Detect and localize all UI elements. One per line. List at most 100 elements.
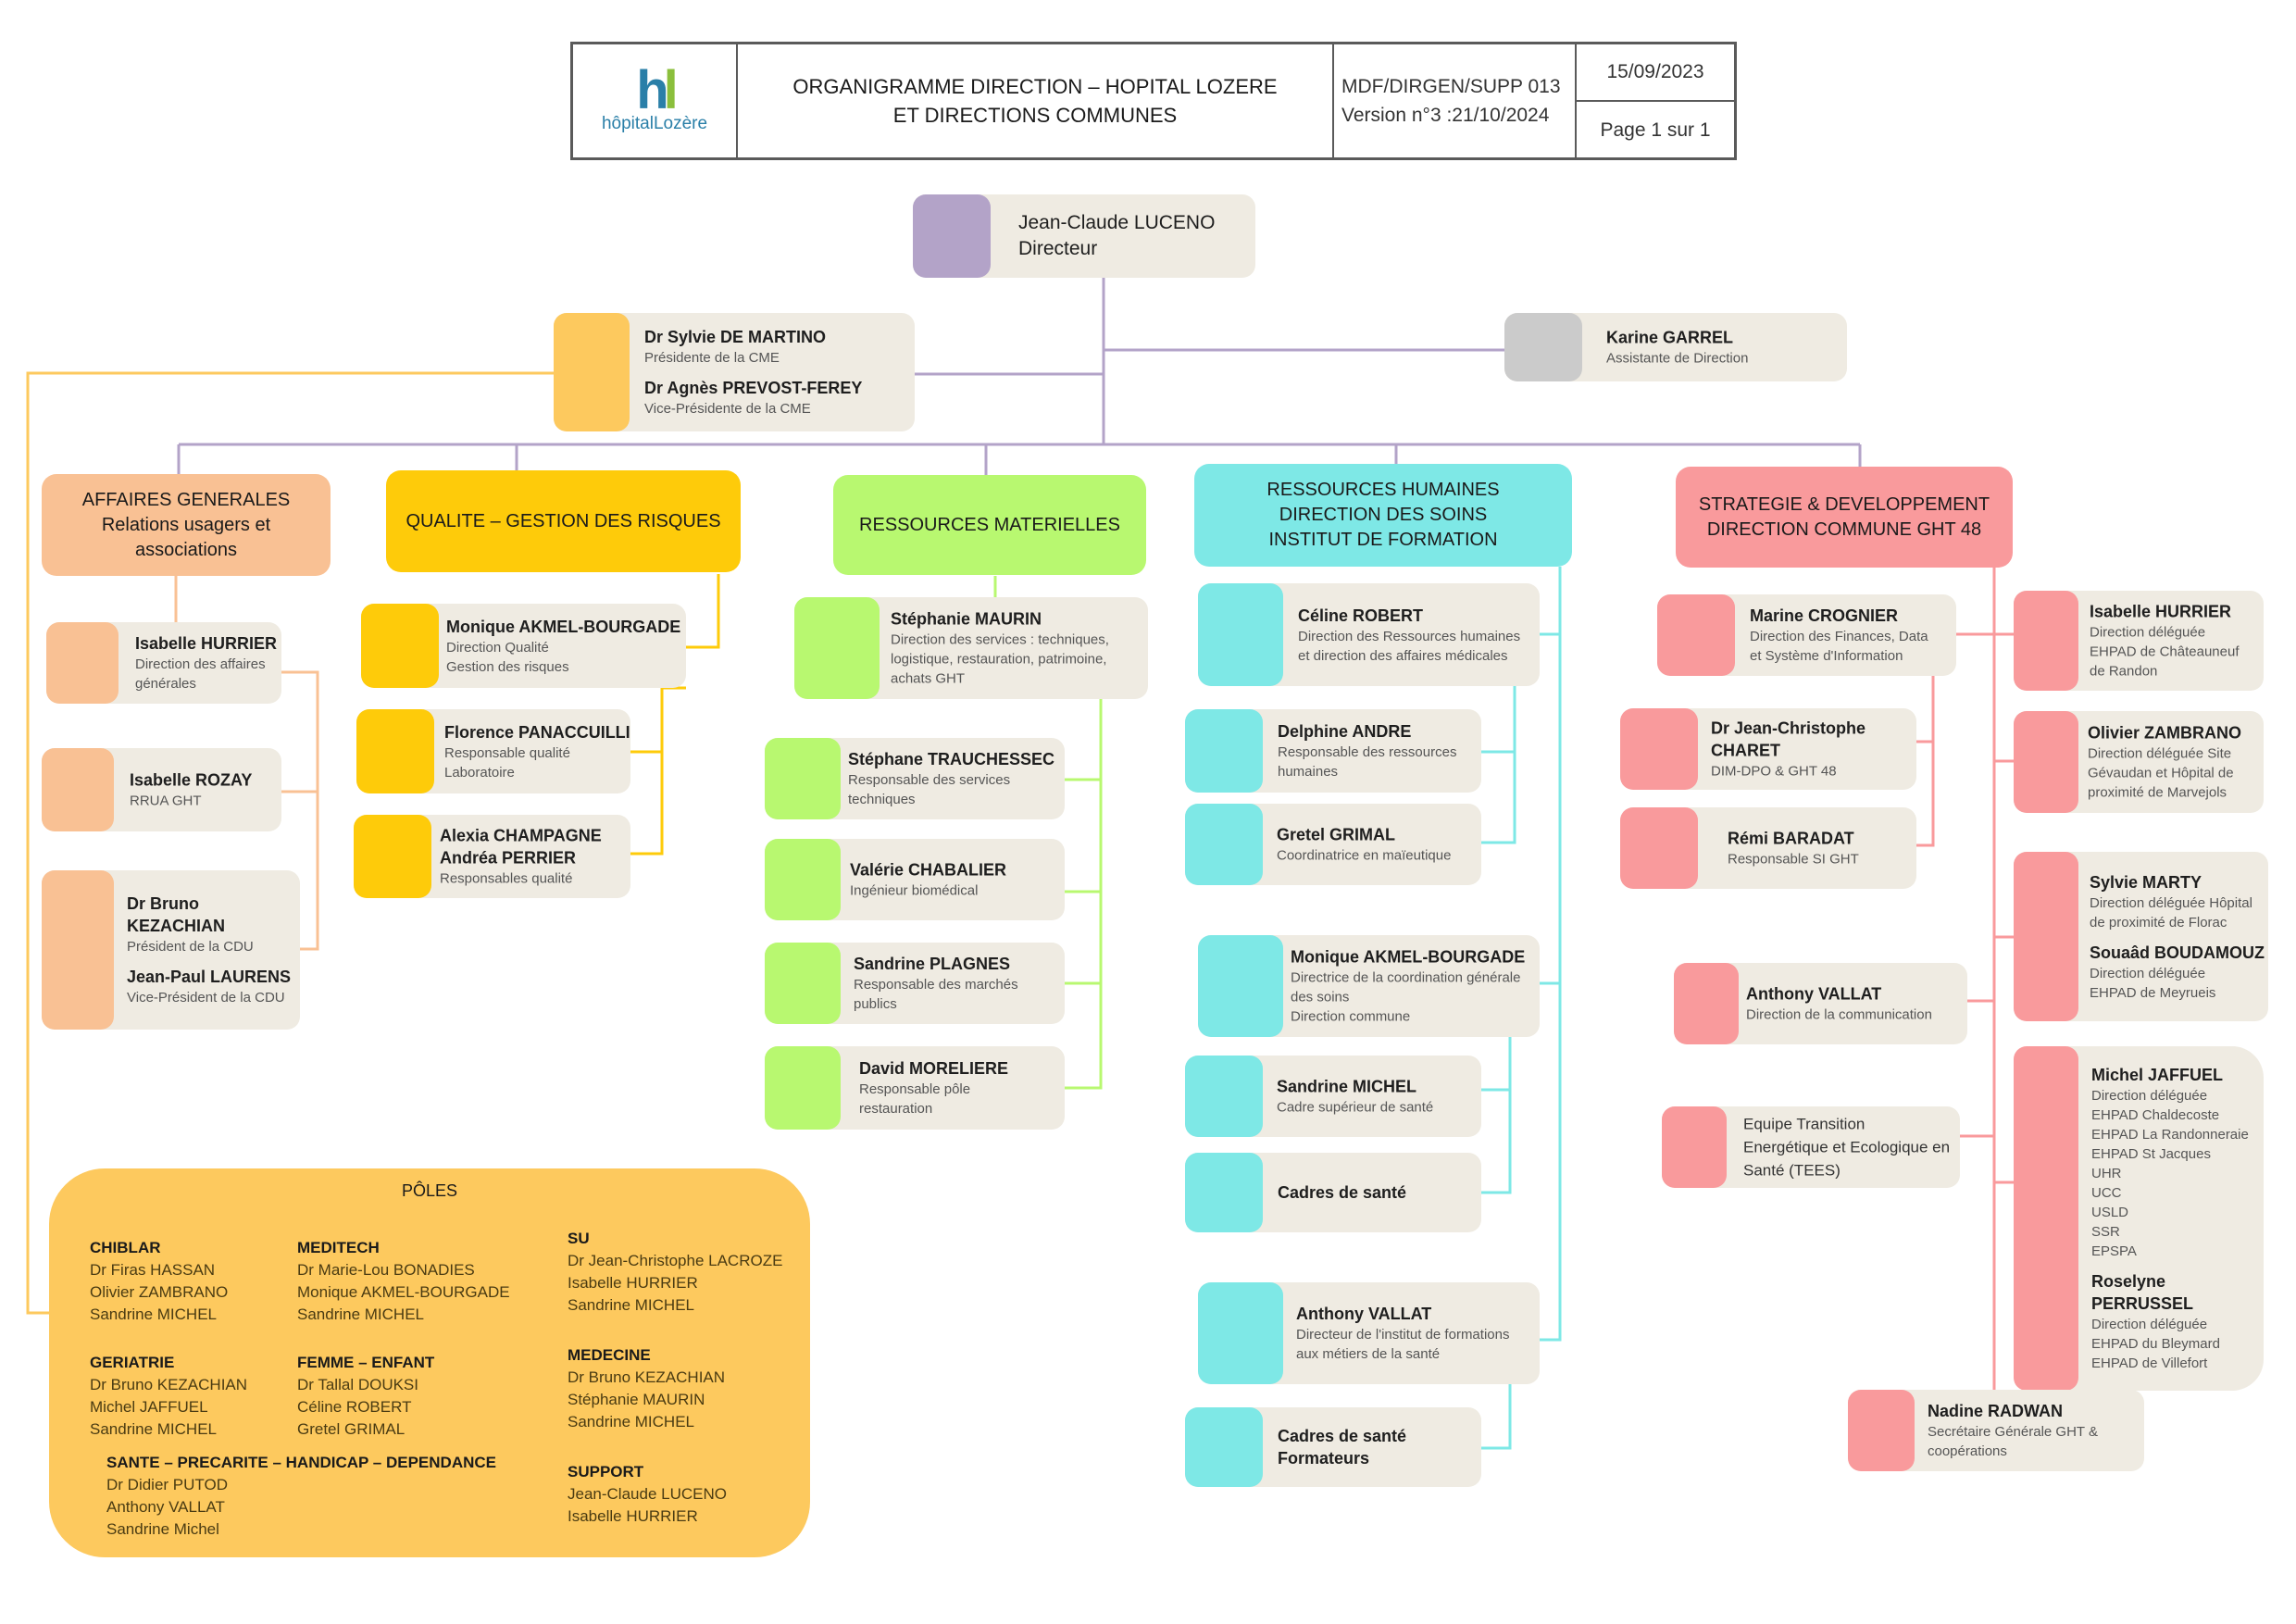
dept-line: INSTITUT DE FORMATION — [1268, 530, 1498, 550]
title-line-1: ORGANIGRAMME DIRECTION – HOPITAL LOZERE — [792, 75, 1278, 98]
person-name: Andréa PERRIER — [440, 848, 577, 868]
person-card: Gretel GRIMAL Coordinatrice en maïeutiqu… — [1185, 804, 1481, 885]
person-role: coopérations — [1928, 1443, 2007, 1459]
person-role: Responsables qualité — [440, 870, 573, 887]
person-role: et Système d'Information — [1750, 648, 1903, 664]
person-role: EHPAD Chaldecoste — [2091, 1107, 2220, 1123]
person-role: Cadre supérieur de santé — [1277, 1099, 1434, 1116]
person-role: Direction déléguée — [2090, 624, 2206, 641]
person-name: Cadres de santé — [1278, 1183, 1407, 1202]
color-swatch — [765, 738, 841, 819]
pole-member: Sandrine MICHEL — [297, 1305, 425, 1323]
person-name: Rémi BARADAT — [1728, 829, 1854, 848]
person-name: Sylvie MARTY — [2090, 872, 2202, 892]
person-role: restauration — [859, 1101, 933, 1117]
person-role: Responsable des ressources — [1278, 744, 1457, 760]
pole-member: Michel JAFFUEL — [90, 1398, 208, 1416]
dept-line: AFFAIRES GENERALES — [81, 489, 291, 510]
color-swatch — [1674, 963, 1739, 1044]
pole-name: MEDECINE — [568, 1346, 651, 1364]
person-card: Sandrine MICHEL Cadre supérieur de santé — [1185, 1056, 1481, 1137]
director-role: Directeur — [1018, 238, 1098, 259]
person-card: Valérie CHABALIER Ingénieur biomédical — [765, 839, 1065, 920]
dept-line: DIRECTION DES SOINS — [1279, 505, 1488, 525]
person-card: Olivier ZAMBRANO Direction déléguée Site… — [2014, 711, 2264, 813]
person-role: Direction de la communication — [1746, 1006, 1932, 1023]
color-swatch — [1620, 807, 1698, 889]
person-card: Anthony VALLAT Direction de la communica… — [1674, 963, 1967, 1044]
color-swatch — [1185, 1056, 1263, 1137]
person-card: Stéphane TRAUCHESSEC Responsable des ser… — [765, 738, 1065, 819]
person-name: Isabelle HURRIER — [2090, 602, 2232, 621]
color-swatch — [356, 709, 434, 793]
person-card: Marine CROGNIER Direction des Finances, … — [1657, 594, 1956, 676]
pole-member: Isabelle HURRIER — [568, 1507, 698, 1525]
cme-vice-president-name: Dr Agnès PREVOST-FEREY — [644, 379, 863, 397]
cme-card: Dr Sylvie DE MARTINO Présidente de la CM… — [554, 313, 915, 431]
person-role: USLD — [2091, 1205, 2129, 1220]
color-swatch — [794, 597, 880, 699]
color-swatch — [1185, 1153, 1263, 1232]
person-name: Formateurs — [1278, 1449, 1370, 1468]
poles-title: PÔLES — [401, 1181, 458, 1200]
dept-qualite: QUALITE – GESTION DES RISQUES — [386, 470, 741, 572]
person-card: Sandrine PLAGNES Responsable des marchés… — [765, 943, 1065, 1024]
document-header: hl hôpitalLozère ORGANIGRAMME DIRECTION … — [570, 42, 1737, 160]
color-swatch — [1620, 708, 1698, 790]
person-card: Stéphanie MAURIN Direction des services … — [794, 597, 1148, 699]
page-number: Page 1 sur 1 — [1600, 119, 1711, 141]
person-name: Stéphanie MAURIN — [891, 609, 1042, 629]
pole-name: GERIATRIE — [90, 1354, 175, 1371]
person-card: Anthony VALLAT Directeur de l'institut d… — [1198, 1282, 1540, 1384]
pole-name: SANTE – PRECARITE – HANDICAP – DEPENDANC… — [106, 1454, 496, 1471]
title-line-2: ET DIRECTIONS COMMUNES — [892, 104, 1178, 127]
pole-group: CHIBLAR Dr Firas HASSAN Olivier ZAMBRANO… — [90, 1237, 228, 1326]
pole-group: SU Dr Jean-Christophe LACROZE Isabelle H… — [568, 1228, 782, 1317]
person-name: Delphine ANDRE — [1278, 722, 1412, 741]
person-name: Michel JAFFUEL — [2091, 1066, 2224, 1084]
person-card: Rémi BARADAT Responsable SI GHT — [1620, 807, 1916, 889]
person-role: EHPAD du Bleymard — [2091, 1336, 2220, 1352]
person-role: humaines — [1278, 764, 1339, 780]
color-swatch — [1848, 1390, 1915, 1471]
dept-line: QUALITE – GESTION DES RISQUES — [406, 510, 721, 531]
pole-group: MEDECINE Dr Bruno KEZACHIAN Stéphanie MA… — [568, 1344, 725, 1433]
person-role: EHPAD de Villefort — [2091, 1355, 2208, 1371]
pole-member: Gretel GRIMAL — [297, 1420, 406, 1438]
person-role: UCC — [2091, 1185, 2122, 1201]
person-role: SSR — [2091, 1224, 2120, 1240]
pole-member: Dr Bruno KEZACHIAN — [90, 1376, 248, 1393]
person-name: Stéphane TRAUCHESSEC — [848, 750, 1055, 768]
color-swatch — [1198, 935, 1283, 1037]
version-label: Version n°3 :21/10/2024 — [1341, 105, 1550, 126]
pole-member: Sandrine MICHEL — [568, 1296, 695, 1314]
pole-group: MEDITECH Dr Marie-Lou BONADIES Monique A… — [297, 1237, 510, 1326]
person-role: EHPAD de Meyrueis — [2090, 984, 2216, 1001]
dept-ressources-materielles: RESSOURCES MATERIELLES — [833, 475, 1146, 575]
cme-vice-president-role: Vice-Présidente de la CME — [644, 401, 811, 417]
person-card: Isabelle HURRIER Direction déléguée EHPA… — [2014, 591, 2264, 691]
document-reference: MDF/DIRGEN/SUPP 013 Version n°3 :21/10/2… — [1334, 44, 1577, 157]
color-swatch — [2014, 852, 2078, 1021]
person-card: Dr Bruno KEZACHIAN Président de la CDU J… — [42, 870, 300, 1030]
person-name: Olivier ZAMBRANO — [2088, 723, 2242, 743]
director-card: Jean-Claude LUCENO Directeur — [913, 194, 1255, 278]
person-card: Sylvie MARTY Direction déléguée Hôpital … — [2014, 852, 2268, 1021]
person-role: Vice-Président de la CDU — [127, 990, 285, 1006]
pole-name: MEDITECH — [297, 1239, 380, 1256]
person-role: Direction déléguée Site — [2088, 745, 2232, 762]
person-role: aux métiers de la santé — [1296, 1346, 1441, 1362]
assistant-role: Assistante de Direction — [1606, 350, 1749, 367]
person-name: CHARET — [1711, 741, 1780, 760]
person-role: publics — [854, 996, 897, 1012]
color-swatch — [2014, 1046, 2078, 1391]
person-name: Monique AKMEL-BOURGADE — [1291, 947, 1526, 967]
person-name: Céline ROBERT — [1298, 606, 1424, 625]
pole-member: Dr Bruno KEZACHIAN — [568, 1368, 726, 1386]
person-role: DIM-DPO & GHT 48 — [1711, 763, 1837, 780]
person-name: Valérie CHABALIER — [850, 860, 1007, 880]
person-role: de Randon — [2090, 663, 2158, 680]
person-role: Laboratoire — [444, 764, 515, 781]
